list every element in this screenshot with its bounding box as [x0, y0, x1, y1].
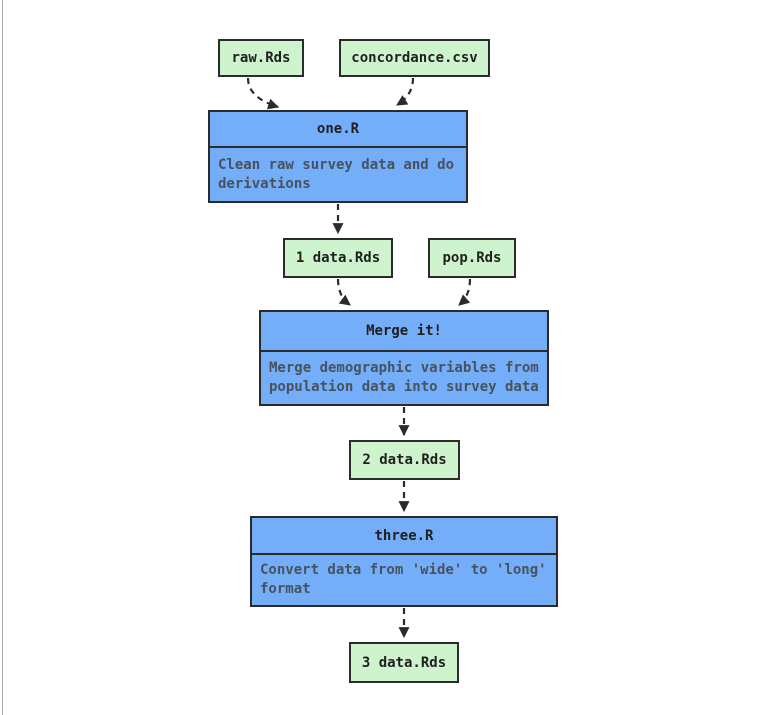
node-label: pop.Rds: [442, 250, 502, 266]
node-label: 3 data.Rds: [361, 654, 447, 671]
node-1-data-rds: 1 data.Rds: [283, 238, 393, 278]
node-description: Convert data from 'wide' to 'long' forma…: [260, 562, 547, 597]
node-merge-it: Merge it! Merge demographic variables fr…: [259, 310, 549, 406]
node-description: Merge demographic variables from populat…: [269, 360, 539, 395]
node-label: concordance.csv: [351, 50, 478, 66]
node-label: raw.Rds: [231, 50, 291, 66]
node-label: 2 data.Rds: [362, 452, 447, 468]
edge-data1-to-merge: [336, 278, 351, 306]
node-pop-rds: pop.Rds: [428, 238, 516, 278]
node-one-r: one.R Clean raw survey data and do deriv…: [208, 110, 468, 203]
node-title: three.R: [252, 518, 556, 555]
node-label: 1 data.Rds: [295, 250, 381, 266]
page-left-edge-line: [2, 0, 3, 715]
node-three-r: three.R Convert data from 'wide' to 'lon…: [250, 516, 558, 607]
node-title: Merge it!: [261, 312, 547, 352]
node-concordance-csv: concordance.csv: [339, 39, 490, 77]
node-title: one.R: [210, 112, 466, 148]
node-description: Clean raw survey data and do derivations: [218, 156, 455, 192]
node-raw-rds: raw.Rds: [218, 39, 304, 77]
edge-raw-to-one: [246, 77, 280, 110]
node-3-data-rds: 3 data.Rds: [349, 642, 459, 683]
node-2-data-rds: 2 data.Rds: [349, 440, 460, 480]
edge-pop-to-merge: [458, 278, 472, 306]
edge-concordance-to-one: [396, 77, 415, 106]
